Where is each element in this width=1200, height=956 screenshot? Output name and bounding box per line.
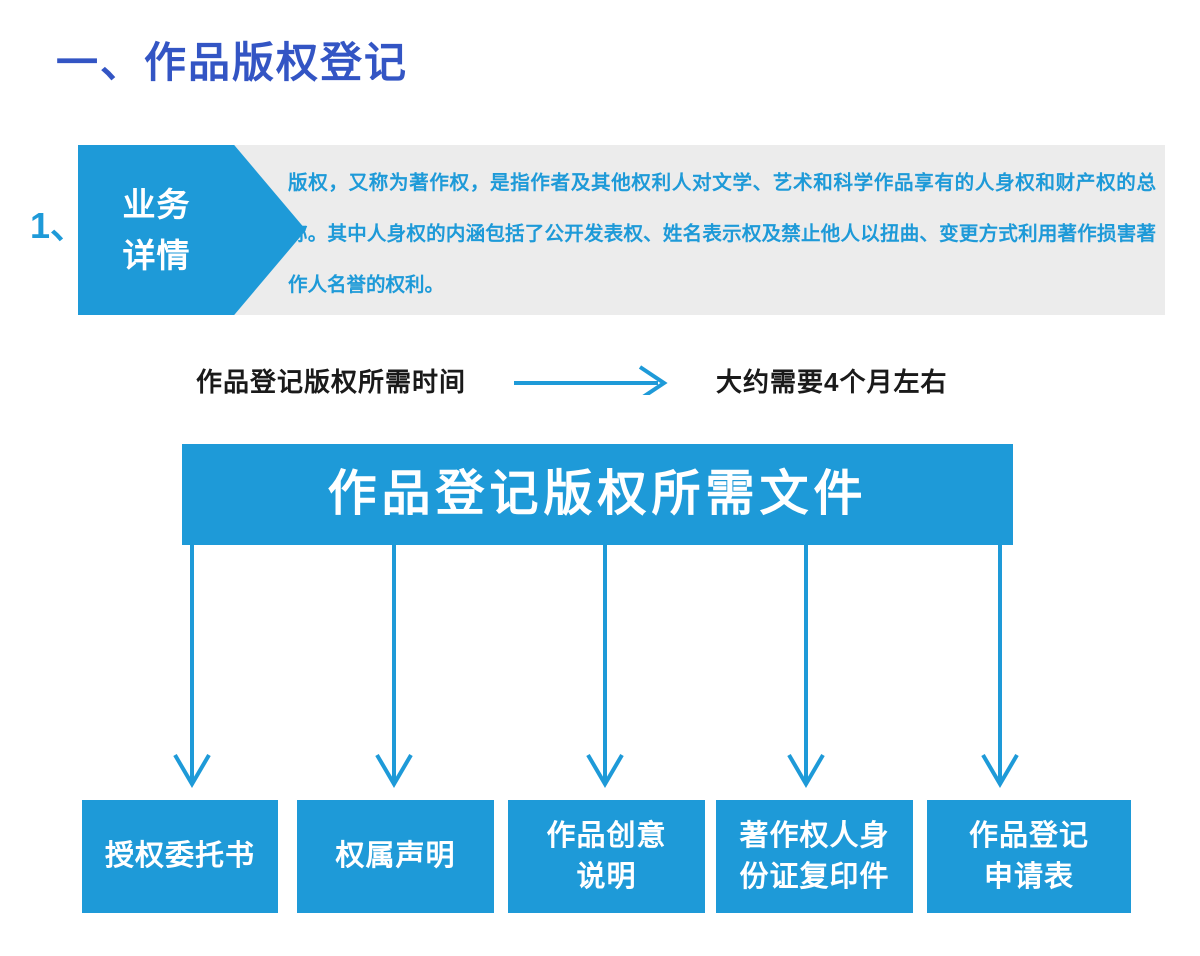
document-box-4[interactable]: 著作权人身 份证复印件 <box>716 800 913 913</box>
page-title: 一、作品版权登记 <box>56 39 409 86</box>
connector-arrowhead-4 <box>787 753 825 788</box>
document-box-5[interactable]: 作品登记 申请表 <box>927 800 1131 913</box>
document-box-3[interactable]: 作品创意 说明 <box>508 800 705 913</box>
connector-arrowhead-3 <box>586 753 624 788</box>
processing-time-row: 作品登记版权所需时间 大约需要4个月左右 <box>196 360 996 400</box>
document-box-1[interactable]: 授权委托书 <box>82 800 278 913</box>
right-arrow-icon <box>514 365 668 395</box>
required-documents-banner: 作品登记版权所需文件 <box>182 444 1013 545</box>
business-detail-panel <box>200 145 1165 315</box>
business-detail-paragraph: 版权，又称为著作权，是指作者及其他权利人对文学、艺术和科学作品享有的人身权和财产… <box>288 172 1156 296</box>
business-detail-tag-line-1: 业务 <box>122 185 191 223</box>
business-detail-tag-label: 业务 详情 <box>78 145 235 315</box>
business-detail-tag-line-2: 详情 <box>122 237 191 274</box>
processing-time-value: 大约需要4个月左右 <box>716 366 948 397</box>
document-box-2[interactable]: 权属声明 <box>297 800 494 913</box>
item-number-label: 1、 <box>30 205 87 246</box>
connector-arrowhead-2 <box>375 753 413 788</box>
connector-arrowhead-1 <box>173 753 211 788</box>
connector-arrowhead-5 <box>981 753 1019 788</box>
required-documents-banner-title: 作品登记版权所需文件 <box>327 467 868 521</box>
processing-time-label: 作品登记版权所需时间 <box>196 366 467 397</box>
connector-arrows <box>173 545 1019 788</box>
